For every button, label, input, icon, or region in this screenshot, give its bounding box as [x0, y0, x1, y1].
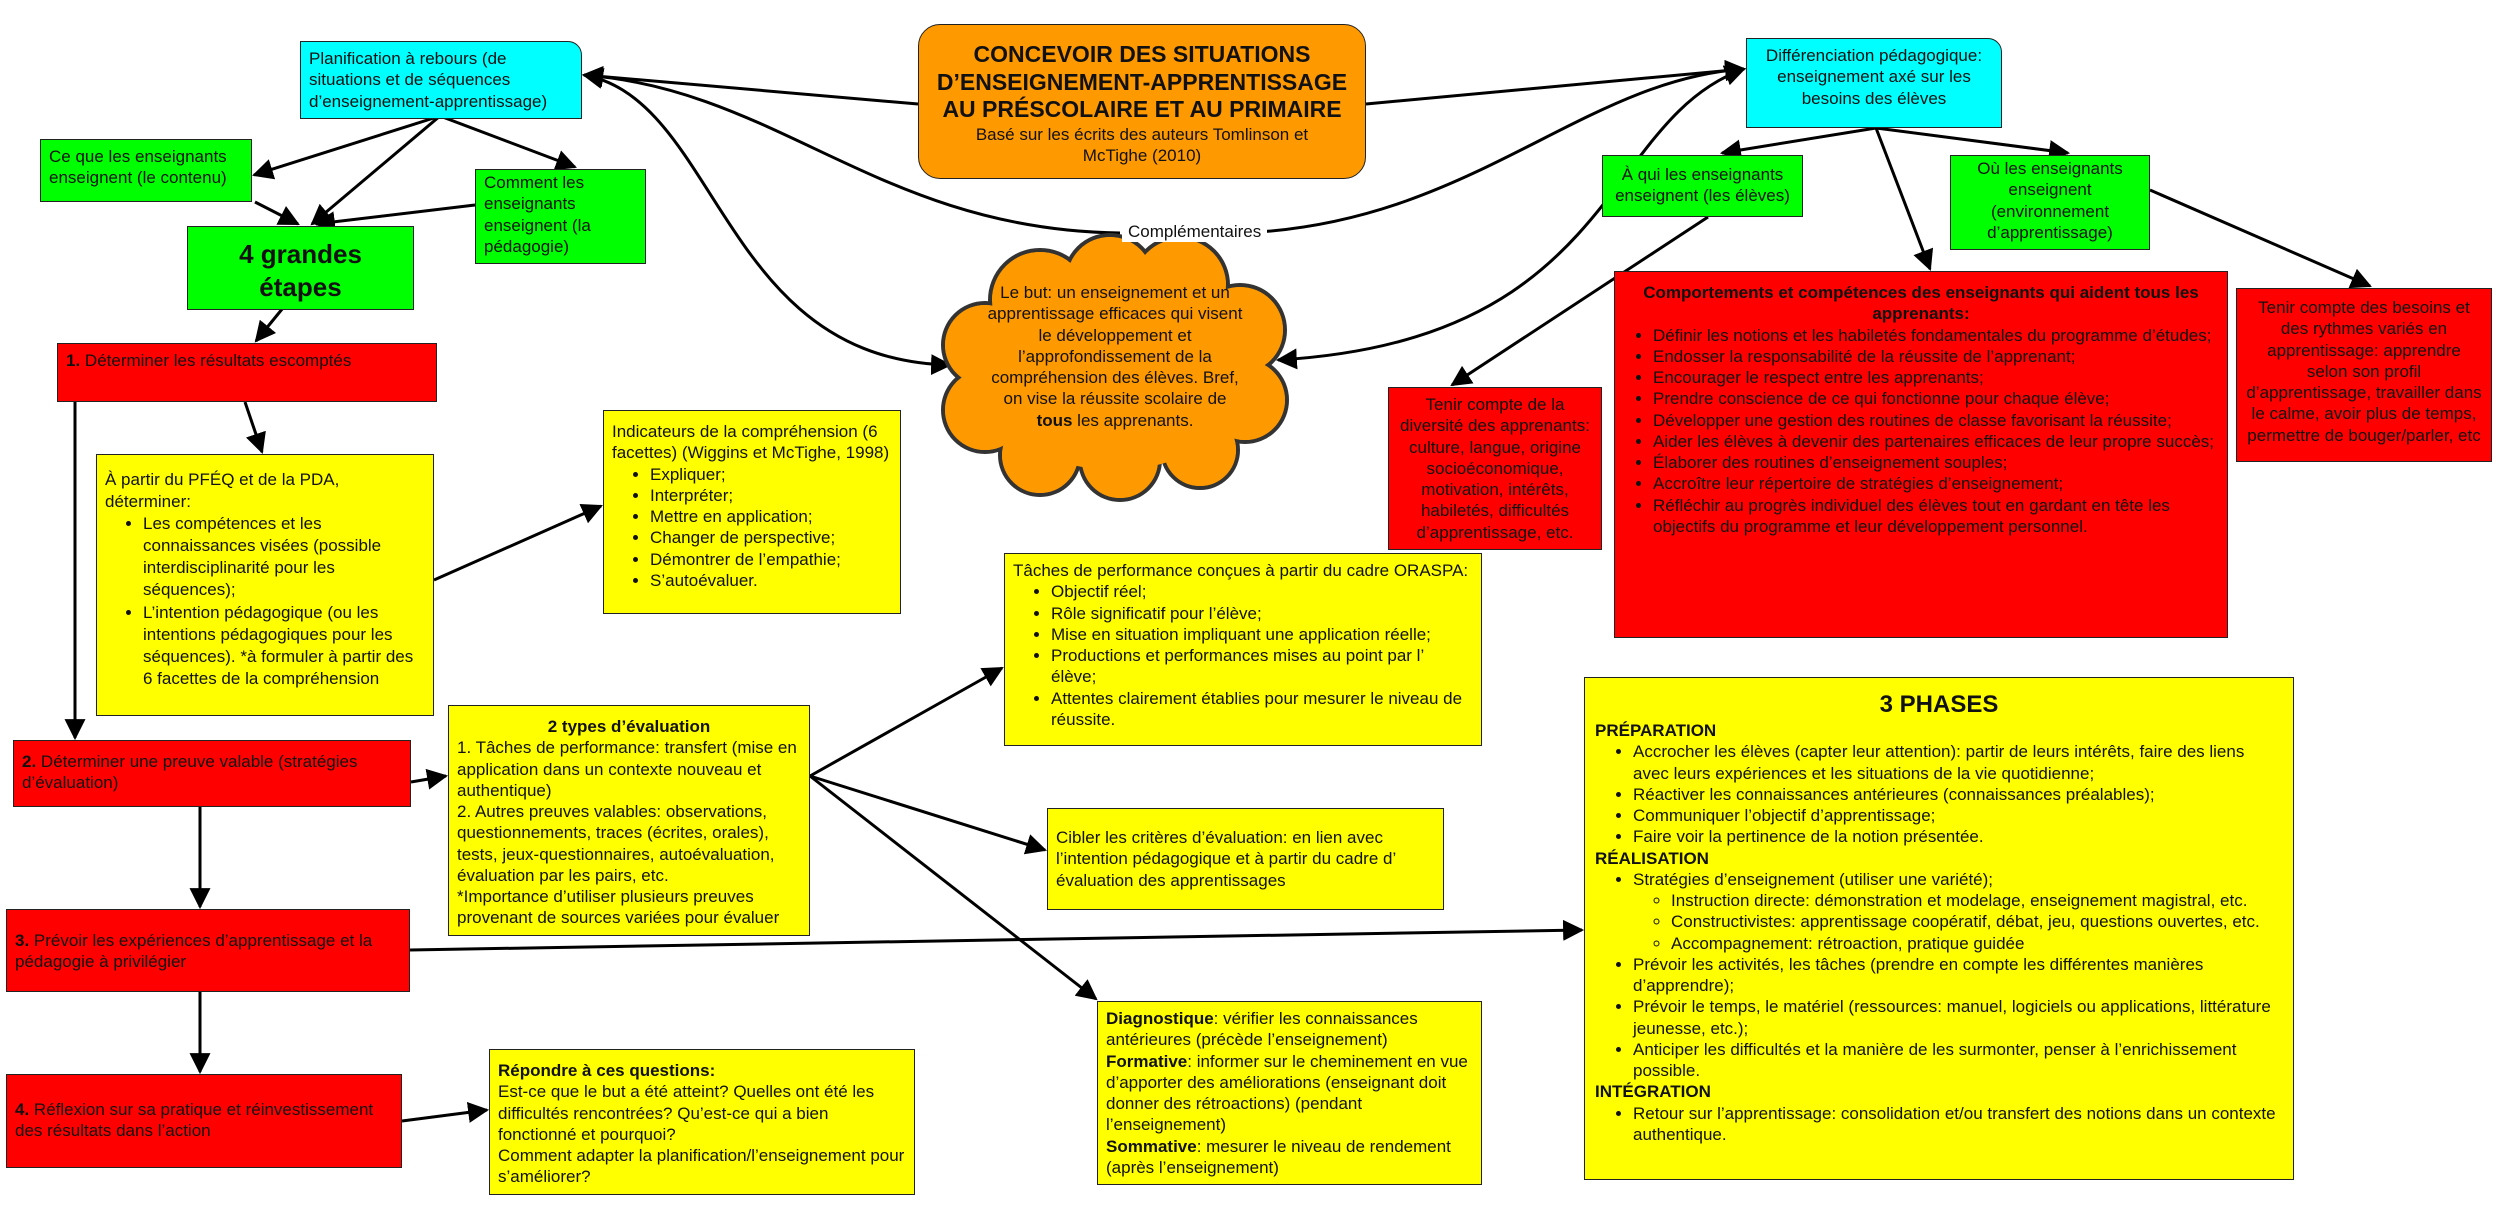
arrow-aqui-to-diversite — [1450, 215, 1709, 387]
comportement-item: Prendre conscience de ce qui fonctionne … — [1653, 388, 2219, 409]
tache-item: Rôle significatif pour l’élève; — [1051, 603, 1473, 624]
arrow-evaluation-to-diagnostique — [809, 774, 1098, 1001]
indicateur-item: Mettre en application; — [650, 506, 892, 527]
comportement-item: Endosser la responsabilité de la réussit… — [1653, 346, 2219, 367]
title-line3: AU PRÉSCOLAIRE ET AU PRIMAIRE — [942, 96, 1342, 123]
arrow-evaluation-to-cibler — [809, 774, 1048, 855]
pfeq-box: À partir du PFÉQ et de la PDA, détermine… — [96, 454, 434, 716]
indicateur-item: Changer de perspective; — [650, 527, 892, 548]
comportement-item: Élaborer des routines d’enseignement sou… — [1653, 452, 2219, 473]
pfeq-item: Les compétences et les connaissances vis… — [143, 513, 425, 601]
indicateur-item: S’autoévaluer. — [650, 570, 892, 591]
phase-subitem: Constructivistes: apprentissage coopérat… — [1671, 911, 2283, 932]
arrow-diff-to-ou — [1875, 126, 2071, 161]
a-qui-box: À qui les enseignants enseignent (les él… — [1602, 155, 1803, 217]
indicateur-item: Interpréter; — [650, 485, 892, 506]
arrow-ceque-to-grandes — [254, 200, 300, 226]
phase-subitem: Instruction directe: démonstration et mo… — [1671, 890, 2283, 911]
differenciation-box: Différenciation pédagogique: enseignemen… — [1746, 38, 2002, 128]
comportements-box: Comportements et compétences des enseign… — [1614, 271, 2228, 638]
complementaires-label: Complémentaires — [1122, 222, 1268, 242]
comment-box: Comment les enseignants enseignent (la p… — [475, 169, 646, 264]
tache-item: Mise en situation impliquant une applica… — [1051, 624, 1473, 645]
comportement-item: Encourager le respect entre les apprenan… — [1653, 367, 2219, 388]
comportement-item: Accroître leur répertoire de stratégies … — [1653, 473, 2219, 494]
phase-subitem: Accompagnement: rétroaction, pratique gu… — [1671, 933, 2283, 954]
title-line2: D’ENSEIGNEMENT-APPRENTISSAGE — [936, 68, 1348, 95]
arrow-step3-to-phases — [409, 919, 1585, 952]
phase-item: Retour sur l’apprentissage: consolidatio… — [1633, 1103, 2283, 1146]
ce-que-box: Ce que les enseignants enseignent (le co… — [40, 139, 252, 202]
arrow-differenciation-to-cloud — [1275, 65, 1746, 370]
indicateurs-box: Indicateurs de la compréhension (6 facet… — [603, 410, 901, 614]
arrow-pfeq-to-indicateurs — [433, 504, 603, 582]
comportement-item: Réfléchir au progrès individuel des élèv… — [1653, 495, 2219, 538]
grandes-etapes-box: 4 grandes étapes — [187, 226, 414, 310]
step-2-box: 2. Déterminer une preuve valable (straté… — [13, 740, 411, 807]
arrow-ou-to-besoins — [2149, 188, 2372, 289]
phase-item: Stratégies d’enseignement (utiliser une … — [1633, 869, 2283, 954]
arrow-evaluation-to-taches — [809, 666, 1004, 778]
ou-box: Où les enseignants enseignent (environne… — [1950, 155, 2150, 250]
comportement-item: Aider les élèves à devenir des partenair… — [1653, 431, 2219, 452]
comportement-item: Développer une gestion des routines de c… — [1653, 410, 2219, 431]
arrow-step1-to-pfeq — [243, 401, 266, 454]
indicateur-item: Expliquer; — [650, 464, 892, 485]
title-line1: CONCEVOIR DES SITUATIONS — [973, 41, 1311, 67]
phase-item: Prévoir le temps, le matériel (ressource… — [1633, 996, 2283, 1039]
phase-item: Réactiver les connaissances antérieures … — [1633, 784, 2283, 805]
cloud-shape — [941, 233, 1289, 502]
phase-item: Prévoir les activités, les tâches (prend… — [1633, 954, 2283, 997]
phase-item: Anticiper les difficultés et la manière … — [1633, 1039, 2283, 1082]
arrow-planification-to-cloud — [581, 68, 953, 376]
arrow-title-to-differenciation — [1365, 60, 1747, 106]
arrow-step2-to-evaluation — [410, 768, 449, 790]
taches-box: Tâches de performance conçues à partir d… — [1004, 553, 1482, 746]
phase-item: Faire voir la pertinence de la notion pr… — [1633, 826, 2283, 847]
arrow-diff-to-aqui — [1719, 126, 1877, 161]
indicateur-item: Démontrer de l’empathie; — [650, 549, 892, 570]
arrow-diff-to-comportements — [1874, 127, 1934, 271]
comportement-item: Définir les notions et les habiletés fon… — [1653, 325, 2219, 346]
step-1-box: 1. Déterminer les résultats escomptés — [57, 343, 437, 402]
besoins-box: Tenir compte des besoins et des rythmes … — [2236, 288, 2492, 462]
step-3-box: 3. Prévoir les expériences d’apprentissa… — [6, 909, 410, 992]
planification-box: Planification à rebours (de situations e… — [300, 41, 582, 119]
phase-item: Accrocher les élèves (capter leur attent… — [1633, 741, 2283, 784]
phase-item: Communiquer l’objectif d’apprentissage; — [1633, 805, 2283, 826]
diversite-box: Tenir compte de la diversité des apprena… — [1388, 387, 1602, 550]
pfeq-item: L’intention pédagogique (ou les intentio… — [143, 602, 425, 690]
title-subtitle: Basé sur les écrits des auteurs Tomlinso… — [975, 124, 1309, 166]
cloud-text: Le but: un enseignement et un apprentiss… — [987, 283, 1243, 430]
arrow-planif-to-comment — [439, 114, 577, 171]
tache-item: Objectif réel; — [1051, 581, 1473, 602]
arrow-planif-to-grandes — [310, 114, 441, 226]
arrow-comment-to-grandes — [313, 203, 476, 233]
main-title-box: CONCEVOIR DES SITUATIONS D’ENSEIGNEMENT-… — [918, 24, 1366, 179]
step-4-box: 4. Réflexion sur sa pratique et réinvest… — [6, 1074, 402, 1168]
diagnostique-box: Diagnostique: vérifier les connaissances… — [1097, 1001, 1482, 1185]
repondre-box: Répondre à ces questions: Est-ce que le … — [489, 1049, 915, 1195]
arrow-step4-to-repondre — [401, 1102, 490, 1123]
evaluation-box: 2 types d’évaluation 1. Tâches de perfor… — [448, 705, 810, 936]
phases-box: 3 PHASES PRÉPARATION Accrocher les élève… — [1584, 677, 2294, 1180]
tache-item: Productions et performances mises au poi… — [1051, 645, 1473, 688]
cibler-box: Cibler les critères d’évaluation: en lie… — [1047, 808, 1444, 910]
arrow-planif-to-ceque — [251, 114, 441, 180]
tache-item: Attentes clairement établies pour mesure… — [1051, 688, 1473, 731]
